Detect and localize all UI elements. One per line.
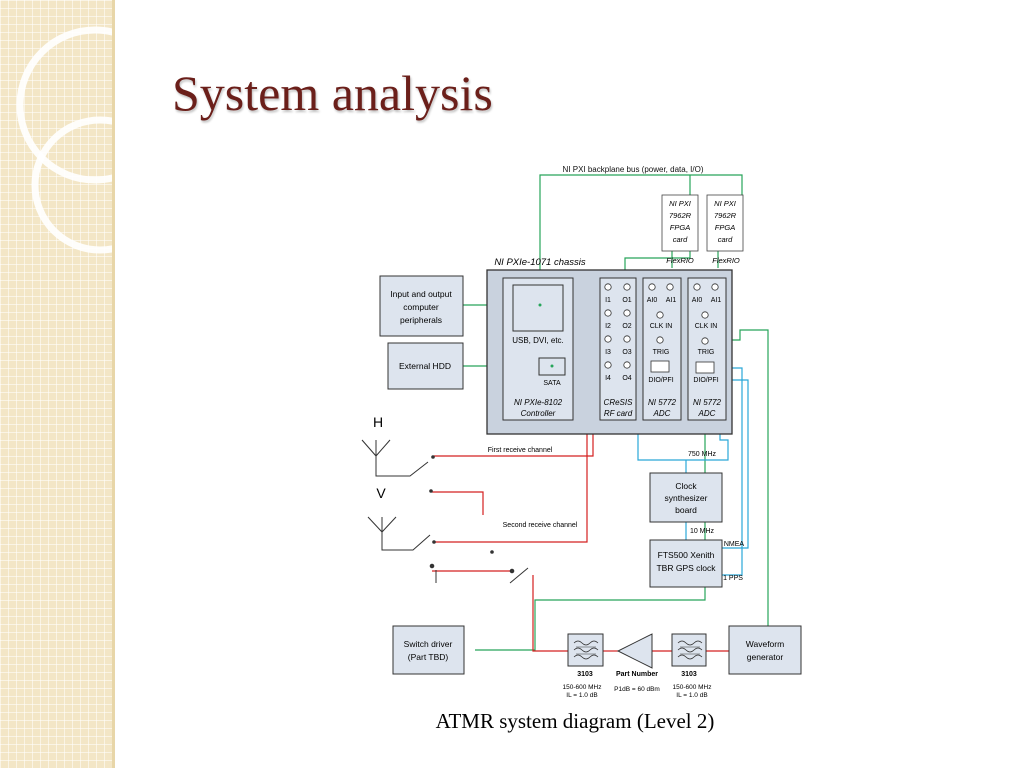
- adc-2-name-1: NI 5772: [693, 398, 722, 407]
- rf-port-o1: O1: [622, 297, 631, 304]
- adc-2-dio: DIO/PFI: [693, 377, 718, 384]
- filter-right-spec-2: IL = 1.0 dB: [676, 692, 707, 699]
- switch-driver-line-2: (Part TBD): [408, 652, 449, 662]
- rf-port-o3: O3: [622, 349, 631, 356]
- switch-contact: [429, 489, 433, 493]
- rf-port-i1: I1: [605, 297, 611, 304]
- freq-750-label: 750 MHz: [688, 451, 717, 458]
- rf-port-i3: I3: [605, 349, 611, 356]
- switch-driver-box: Switch driver (Part TBD): [392, 625, 465, 675]
- antenna-h-label: H: [373, 414, 383, 430]
- adc-card-1: AI0 AI1 CLK IN TRIG DIO/PFI NI 5772 ADC: [642, 277, 682, 421]
- freq-10-label: 10 MHz: [690, 528, 715, 535]
- fpga-card-2-line-3: FPGA: [715, 223, 735, 232]
- adc-2-ai1: AI1: [711, 297, 722, 304]
- filter-right-id: 3103: [681, 671, 697, 678]
- tx-switch-icon: [429, 563, 529, 584]
- controller-name-2: Controller: [521, 409, 556, 418]
- fpga-card-2-flexrio: FlexRIO: [712, 256, 740, 265]
- rf-card-name-2: RF card: [604, 409, 633, 418]
- external-hdd-label: External HDD: [399, 361, 451, 371]
- controller-sata-label: SATA: [543, 380, 561, 387]
- slide-title: System analysis: [172, 65, 493, 121]
- waveform-generator-box: Waveform generator: [728, 625, 802, 675]
- switch-contact: [490, 550, 494, 554]
- controller-usb-label: USB, DVI, etc.: [512, 336, 564, 345]
- peripherals-line-1: Input and output: [390, 289, 452, 299]
- diagram-caption: ATMR system diagram (Level 2): [435, 709, 715, 733]
- adc-1-trig: TRIG: [653, 349, 670, 356]
- gps-clock-box: FTS500 Xenith TBR GPS clock: [649, 539, 723, 588]
- switch-contact: [432, 540, 436, 544]
- antenna-h-icon: [361, 439, 429, 477]
- adc-2-trig: TRIG: [698, 349, 715, 356]
- antenna-v-label: V: [376, 485, 386, 501]
- controller-name-1: NI PXIe-8102: [514, 398, 563, 407]
- fpga-card-1: NI PXI 7962R FPGA card FlexRIO: [661, 194, 699, 265]
- chassis-label: NI PXIe-1071 chassis: [494, 257, 586, 268]
- fpga-card-1-line-3: FPGA: [670, 223, 690, 232]
- external-hdd-box: External HDD: [387, 342, 464, 390]
- second-channel-label: Second receive channel: [503, 522, 578, 529]
- rf-port-o4: O4: [622, 375, 631, 382]
- adc-1-ai1: AI1: [666, 297, 677, 304]
- adc-2-name-2: ADC: [698, 409, 716, 418]
- fpga-card-1-line-1: NI PXI: [669, 199, 691, 208]
- fpga-card-2: NI PXI 7962R FPGA card FlexRIO: [706, 194, 744, 265]
- rf-card-name-1: CReSIS: [604, 398, 634, 407]
- clock-synth-line-1: Clock: [675, 481, 697, 491]
- waveform-gen-line-2: generator: [747, 652, 784, 662]
- gps-clock-line-2: TBR GPS clock: [656, 563, 716, 573]
- fpga-card-1-line-2: 7962R: [669, 211, 692, 220]
- gps-clock-line-1: FTS500 Xenith: [658, 550, 715, 560]
- adc-1-ai0: AI0: [647, 297, 658, 304]
- adc-card-2: AI0 AI1 CLK IN TRIG DIO/PFI NI 5772 ADC: [687, 277, 727, 421]
- side-band-edge: [112, 0, 115, 768]
- amplifier-id: Part Number: [616, 671, 658, 678]
- pps-label: 1 PPS: [723, 575, 743, 582]
- adc-1-name-2: ADC: [653, 409, 671, 418]
- clock-synth-box: Clock synthesizer board: [649, 472, 723, 523]
- rf-card: I1 O1 I2 O2 I3 O3 I4 O4 CReSIS RF card: [599, 277, 637, 421]
- bandpass-filter-right-icon: [671, 633, 707, 667]
- nmea-label: NMEA: [724, 541, 745, 548]
- adc-1-dio: DIO/PFI: [648, 377, 673, 384]
- clock-synth-line-3: board: [675, 505, 697, 515]
- filter-left-id: 3103: [577, 671, 593, 678]
- fpga-card-2-line-2: 7962R: [714, 211, 737, 220]
- filter-left-spec-1: 150-600 MHz: [562, 684, 601, 691]
- backplane-label: NI PXI backplane bus (power, data, I/O): [563, 165, 704, 174]
- monitor-port: [512, 284, 564, 332]
- rf-port-i2: I2: [605, 323, 611, 330]
- peripherals-box: Input and output computer peripherals: [379, 275, 464, 337]
- fpga-card-1-line-4: card: [673, 235, 688, 244]
- adc-1-clk: CLK IN: [650, 323, 673, 330]
- clock-synth-line-2: synthesizer: [665, 493, 708, 503]
- rf-port-o2: O2: [622, 323, 631, 330]
- switch-contact: [431, 455, 435, 459]
- peripherals-line-3: peripherals: [400, 315, 442, 325]
- adc-1-name-1: NI 5772: [648, 398, 677, 407]
- antenna-v-icon: [367, 516, 431, 551]
- adc-2-ai0: AI0: [692, 297, 703, 304]
- chassis: NI PXIe-1071 chassis USB, DVI, etc. SATA…: [486, 257, 733, 435]
- filter-left-spec-2: IL = 1.0 dB: [566, 692, 597, 699]
- switch-driver-line-1: Switch driver: [404, 639, 453, 649]
- first-channel-label: First receive channel: [488, 447, 553, 454]
- adc-2-clk: CLK IN: [695, 323, 718, 330]
- filter-right-spec-1: 150-600 MHz: [672, 684, 711, 691]
- peripherals-line-2: computer: [403, 302, 439, 312]
- amplifier-icon: [616, 633, 653, 669]
- fpga-card-2-line-1: NI PXI: [714, 199, 736, 208]
- decorative-side-band: [0, 0, 174, 768]
- bandpass-filter-left-icon: [567, 633, 604, 667]
- waveform-gen-line-1: Waveform: [746, 639, 784, 649]
- rf-port-i4: I4: [605, 375, 611, 382]
- controller: USB, DVI, etc. SATA NI PXIe-8102 Control…: [502, 277, 574, 421]
- fpga-card-1-flexrio: FlexRIO: [666, 256, 694, 265]
- fpga-card-2-line-4: card: [718, 235, 733, 244]
- amplifier-spec: P1dB = 60 dBm: [614, 686, 660, 693]
